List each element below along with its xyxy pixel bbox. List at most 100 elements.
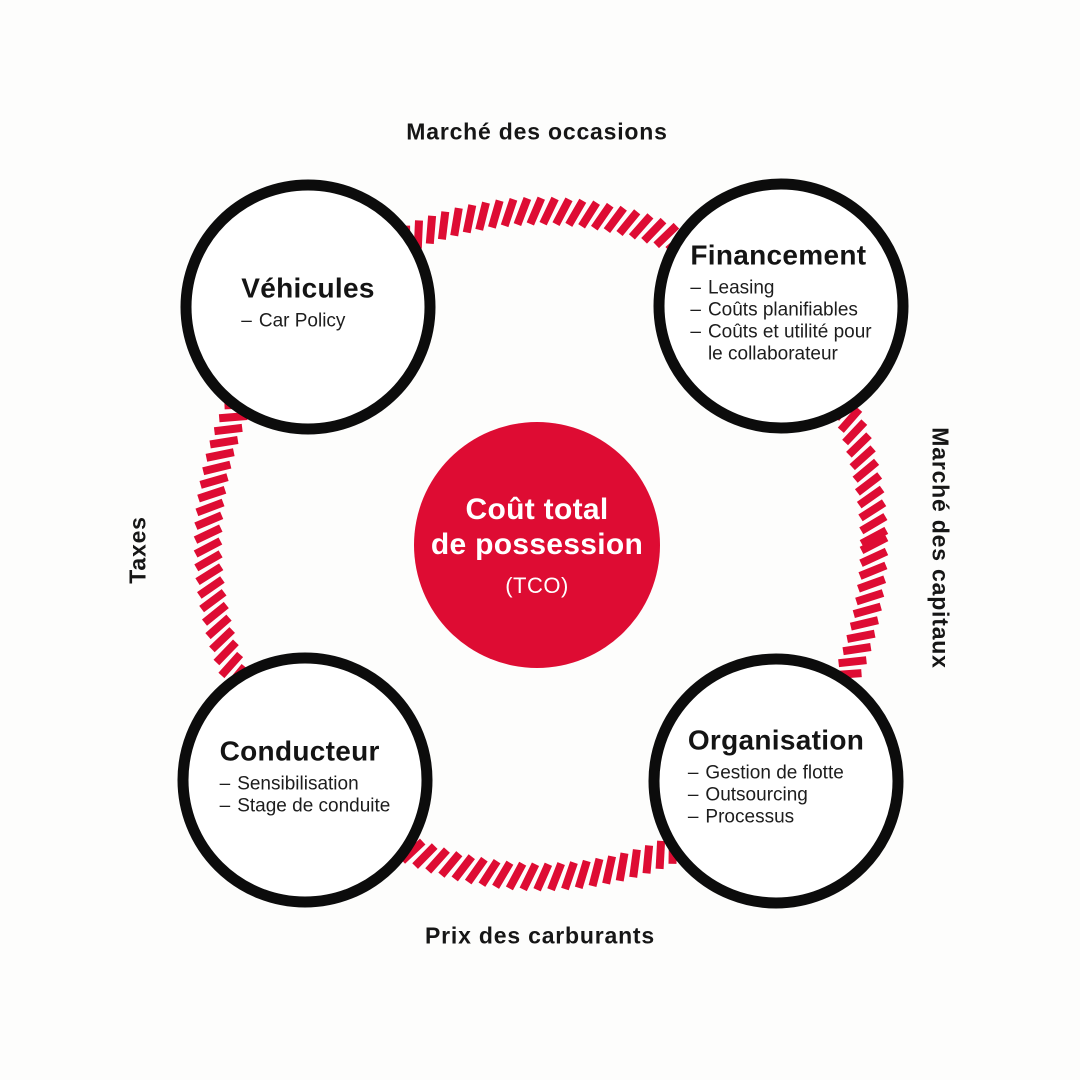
hatch-dash bbox=[859, 526, 889, 548]
node-circle-organisation bbox=[648, 653, 904, 909]
bullet-item: –Gestion de flotte bbox=[688, 763, 844, 785]
bullet-text: Leasing bbox=[707, 277, 775, 299]
hatch-dash bbox=[492, 860, 514, 889]
hatch-dash bbox=[199, 589, 227, 613]
hatch-dash bbox=[837, 406, 863, 433]
bullet-item: –Sensibilisation bbox=[220, 774, 391, 796]
bullet-text: Sensibilisation bbox=[237, 773, 359, 795]
hatch-dash bbox=[205, 448, 235, 462]
hatch-dash bbox=[846, 432, 872, 458]
hatch-dash bbox=[854, 472, 883, 496]
bullet-item: –Coûts et utilité pour le collaborateur bbox=[690, 322, 871, 366]
bullet-item: –Leasing bbox=[690, 278, 871, 300]
node-title: Véhicules bbox=[241, 272, 375, 304]
hatch-dash bbox=[425, 215, 437, 245]
tco-center-circle bbox=[414, 422, 660, 668]
bullet-item: –Outsourcing bbox=[688, 785, 844, 807]
hatch-dash bbox=[602, 855, 617, 885]
hatch-dash bbox=[462, 204, 477, 234]
bullet-list: –Gestion de flotte–Outsourcing–Processus bbox=[688, 763, 844, 829]
bullet-text: Outsourcing bbox=[705, 784, 808, 806]
hatch-dash bbox=[213, 423, 243, 436]
node-title: Financement bbox=[690, 239, 867, 271]
hatch-dash bbox=[218, 651, 244, 679]
hatch-dash bbox=[852, 458, 880, 483]
node-circle-vehicules bbox=[180, 179, 436, 435]
hatch-dash bbox=[213, 639, 239, 666]
bullet-dash: – bbox=[219, 795, 231, 817]
node-conducteur: Conducteur –Sensibilisation–Stage de con… bbox=[219, 735, 391, 818]
tco-subtitle: (TCO) bbox=[505, 573, 569, 598]
node-organisation: Organisation –Gestion de flotte–Outsourc… bbox=[687, 724, 865, 829]
hatch-dash bbox=[488, 199, 504, 229]
bullet-item: –Stage de conduite bbox=[220, 796, 391, 818]
hatch-dash bbox=[209, 627, 235, 653]
hatch-dash bbox=[655, 840, 666, 870]
hatch-dash bbox=[199, 473, 229, 489]
hatch-dash bbox=[197, 486, 227, 503]
bullet-text: Car Policy bbox=[258, 310, 346, 332]
hatch-dash bbox=[478, 859, 501, 887]
bullet-dash: – bbox=[690, 299, 701, 321]
hatch-dash bbox=[849, 445, 876, 471]
hatch-dash bbox=[526, 196, 545, 226]
hatch-dash bbox=[218, 412, 248, 423]
hatch-dash bbox=[194, 511, 224, 530]
hatch-dash bbox=[842, 643, 872, 656]
hatch-dash bbox=[425, 847, 450, 874]
hatch-dash bbox=[588, 857, 604, 888]
bullet-dash: – bbox=[690, 321, 701, 343]
hatch-dash bbox=[505, 861, 527, 891]
node-circle-conducteur bbox=[177, 652, 433, 908]
hatch-dash bbox=[852, 602, 882, 618]
hatch-dash bbox=[193, 537, 223, 558]
hatch-dash bbox=[519, 862, 540, 892]
bullet-dash: – bbox=[687, 762, 699, 784]
hatch-dash bbox=[475, 201, 490, 231]
hatch-dash bbox=[846, 629, 876, 643]
hatch-dash bbox=[615, 852, 629, 882]
node-vehicules: Véhicules –Car Policy bbox=[241, 272, 375, 333]
hatch-dash bbox=[859, 547, 889, 567]
hatch-dash bbox=[603, 205, 627, 234]
bullet-item: –Car Policy bbox=[241, 311, 345, 333]
label-marche-occasions: Marché des occasions bbox=[406, 118, 668, 145]
hatch-dash bbox=[412, 843, 438, 869]
node-title: Organisation bbox=[687, 724, 865, 756]
hatch-dash bbox=[197, 576, 225, 599]
hatch-dash bbox=[842, 419, 868, 446]
hatch-dash bbox=[195, 498, 225, 517]
hatch-dash bbox=[464, 856, 488, 885]
bullet-dash: – bbox=[687, 784, 699, 806]
hatch-dash bbox=[578, 200, 600, 229]
hatch-dash bbox=[565, 198, 587, 227]
node-circle-financement bbox=[653, 178, 909, 434]
node-financement: Financement –Leasing–Coûts planifiables–… bbox=[690, 239, 871, 366]
bullet-item: –Coûts planifiables bbox=[690, 300, 871, 322]
hatch-dash bbox=[857, 575, 887, 593]
tco-center-text: Coût total de possession (TCO) bbox=[431, 492, 643, 598]
bullet-dash: – bbox=[690, 277, 701, 299]
hatch-dash bbox=[856, 485, 885, 509]
node-title: Conducteur bbox=[219, 735, 380, 767]
hatch-dash bbox=[641, 217, 667, 244]
hatch-dash bbox=[194, 550, 223, 572]
hatch-dash bbox=[195, 563, 224, 585]
bullet-text: Gestion de flotte bbox=[705, 762, 844, 784]
bullet-dash: – bbox=[687, 806, 699, 828]
bullet-dash: – bbox=[241, 310, 252, 332]
hatch-dash bbox=[539, 196, 559, 226]
hatch-dash bbox=[533, 862, 553, 892]
bullet-dash: – bbox=[219, 773, 231, 795]
hatch-dash bbox=[616, 209, 641, 237]
hatch-dash bbox=[451, 854, 475, 882]
bullet-list: –Sensibilisation–Stage de conduite bbox=[220, 774, 391, 818]
hatch-dash bbox=[209, 436, 239, 449]
hatch-dash bbox=[438, 851, 463, 878]
hatch-dash bbox=[547, 862, 565, 892]
tco-title-line1: Coût total bbox=[465, 493, 609, 526]
bullet-text: Processus bbox=[705, 806, 795, 828]
hatch-dash bbox=[653, 222, 680, 249]
hatch-dash bbox=[591, 202, 614, 231]
